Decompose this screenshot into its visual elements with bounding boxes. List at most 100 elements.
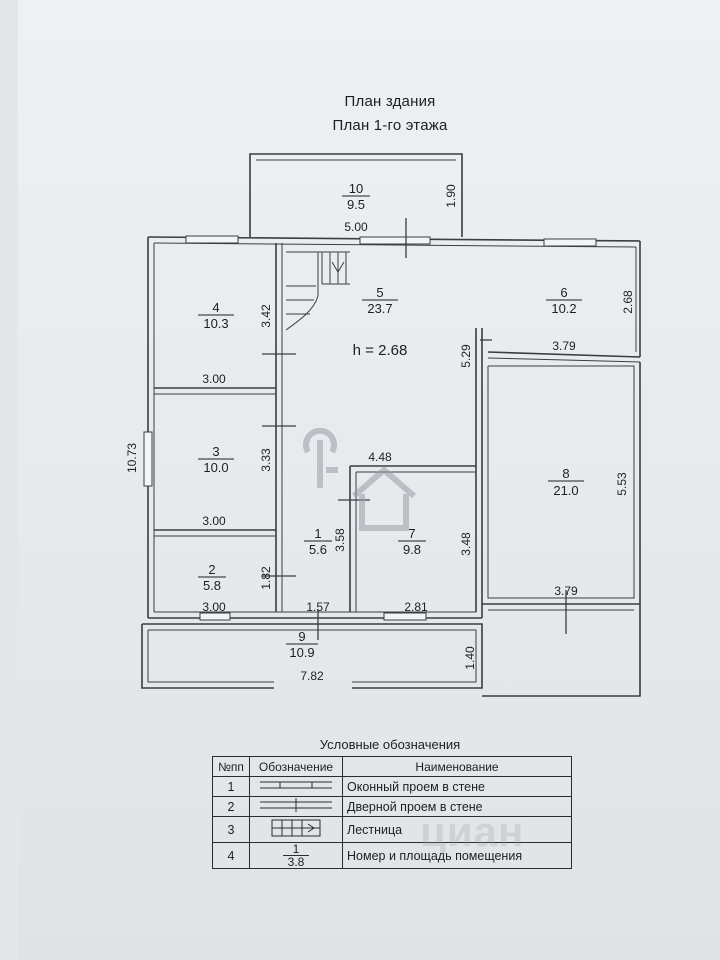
legend-row: 1 Оконный проем в стене (212, 776, 572, 797)
room-number: 2 (208, 562, 215, 577)
window-opening-icon (260, 781, 332, 789)
room-area: 10.9 (289, 645, 314, 660)
room-number: 6 (560, 285, 567, 300)
room-area: 21.0 (553, 483, 578, 498)
cian-watermark: циан (420, 808, 525, 855)
legend-sample-divider (283, 855, 309, 856)
ceiling-height-label: h = 2.68 (353, 342, 408, 359)
dimension-label: 7.82 (300, 669, 324, 683)
legend-sample-number: 1 (292, 842, 300, 856)
terrace-wall-left (141, 624, 274, 689)
dimension-label: 5.53 (615, 472, 629, 496)
dimension-label: 5.29 (459, 344, 473, 368)
plan-subtitle: План 1-го этажа (332, 117, 448, 134)
dimension-label: 1.82 (259, 566, 273, 590)
room-number: 3 (212, 444, 219, 459)
legend-table: №пп Обозначение Наименование 1 Оконный п… (212, 756, 572, 869)
room-label-symbol: 1 3.8 (249, 842, 343, 869)
room-number: 7 (408, 526, 415, 541)
legend-row-number: 4 (212, 842, 250, 869)
legend-row-name: Дверной проем в стене (342, 796, 572, 817)
legend-header-row: №пп Обозначение Наименование (212, 756, 572, 777)
room-number: 10 (349, 181, 363, 196)
dimension-labels: 1.90 5.00 2.68 3.79 3.42 5.29 3.00 10.73… (125, 184, 635, 683)
legend-header-symbol: Обозначение (249, 756, 343, 777)
dimension-label: 1.90 (444, 184, 458, 208)
dimension-label: 5.00 (344, 220, 368, 234)
lower-right-wall (482, 604, 641, 697)
window-openings (143, 235, 597, 621)
legend-header-name: Наименование (342, 756, 572, 777)
room6-bottom-wall-inner (487, 357, 641, 363)
room8-inner-walls (487, 365, 635, 599)
window-opening-symbol (249, 776, 343, 797)
dimension-label: 3.79 (552, 339, 576, 353)
key-shape (303, 427, 338, 488)
room-number: 4 (212, 300, 219, 315)
window-room7 (383, 612, 427, 621)
room-area: 23.7 (367, 301, 392, 316)
room-area: 9.5 (347, 197, 365, 212)
room-area: 5.8 (203, 578, 221, 593)
legend-row-name: Номер и площадь помещения (342, 842, 572, 869)
room-area: 9.8 (403, 542, 421, 557)
room-area: 10.2 (551, 301, 576, 316)
stair-arrow (331, 261, 345, 273)
staircase-symbol (249, 816, 343, 843)
dimension-label: 3.79 (554, 584, 578, 598)
dimension-label: 3.48 (459, 532, 473, 556)
dimension-label: 4.48 (368, 450, 392, 464)
staircase (285, 251, 350, 331)
dimension-label: 3.33 (259, 448, 273, 472)
dimension-label: 3.00 (202, 514, 226, 528)
plan-title: План здания (344, 93, 436, 110)
legend-row: 4 1 3.8 Номер и площадь помещения (212, 842, 572, 869)
window-room2 (199, 612, 231, 621)
balcony-wall (249, 153, 463, 237)
door-opening-symbol (249, 796, 343, 817)
room-number: 8 (562, 466, 569, 481)
floor-plan-drawing: 10 9.5 5 23.7 6 10.2 4 10.3 3 10.0 8 21.… (125, 153, 641, 697)
room-labels: 10 9.5 5 23.7 6 10.2 4 10.3 3 10.0 8 21.… (203, 181, 579, 660)
room-area: 5.6 (309, 542, 327, 557)
room-number: 9 (298, 629, 305, 644)
legend-header-number: №пп (212, 756, 250, 777)
stair-curve (285, 295, 319, 331)
window-room6 (543, 238, 597, 247)
room8-walls (481, 328, 641, 605)
legend-row: 3 Лестница (212, 816, 572, 843)
legend-title: Условные обозначения (319, 737, 461, 752)
dimension-label: 3.00 (202, 600, 226, 614)
window-room5 (359, 236, 431, 245)
dimension-label: 1.57 (306, 600, 330, 614)
legend-row-number: 1 (212, 776, 250, 797)
room-number: 5 (376, 285, 383, 300)
room-area: 10.3 (203, 316, 228, 331)
dimension-label: 2.81 (404, 600, 428, 614)
dimension-label: 10.73 (125, 443, 139, 473)
house-shape (352, 466, 416, 531)
legend-sample-area: 3.8 (287, 855, 305, 869)
door-opening-icon (260, 798, 332, 812)
room-label-underlines (198, 195, 584, 645)
room6-bottom-wall (487, 351, 641, 358)
window-room4 (185, 235, 239, 244)
legend-row: 2 Дверной проем в стене (212, 796, 572, 817)
door-openings (262, 218, 567, 640)
dimension-label: 3.58 (333, 528, 347, 552)
dimension-label: 1.40 (463, 646, 477, 670)
terrace-wall-right-inner (148, 629, 477, 683)
room-number: 1 (314, 526, 321, 541)
legend-row-name: Оконный проем в стене (342, 776, 572, 797)
room-area: 10.0 (203, 460, 228, 475)
terrace-wall-left-inner (147, 630, 274, 683)
dimension-label: 3.42 (259, 304, 273, 328)
terrace-wall-right (142, 623, 483, 689)
dimension-label: 3.00 (202, 372, 226, 386)
staircase-icon (271, 819, 321, 837)
legend-row-number: 3 (212, 816, 250, 843)
logo-watermark (303, 427, 416, 531)
window-room3 (143, 431, 153, 487)
dimension-label: 2.68 (621, 290, 635, 314)
legend-row-number: 2 (212, 796, 250, 817)
